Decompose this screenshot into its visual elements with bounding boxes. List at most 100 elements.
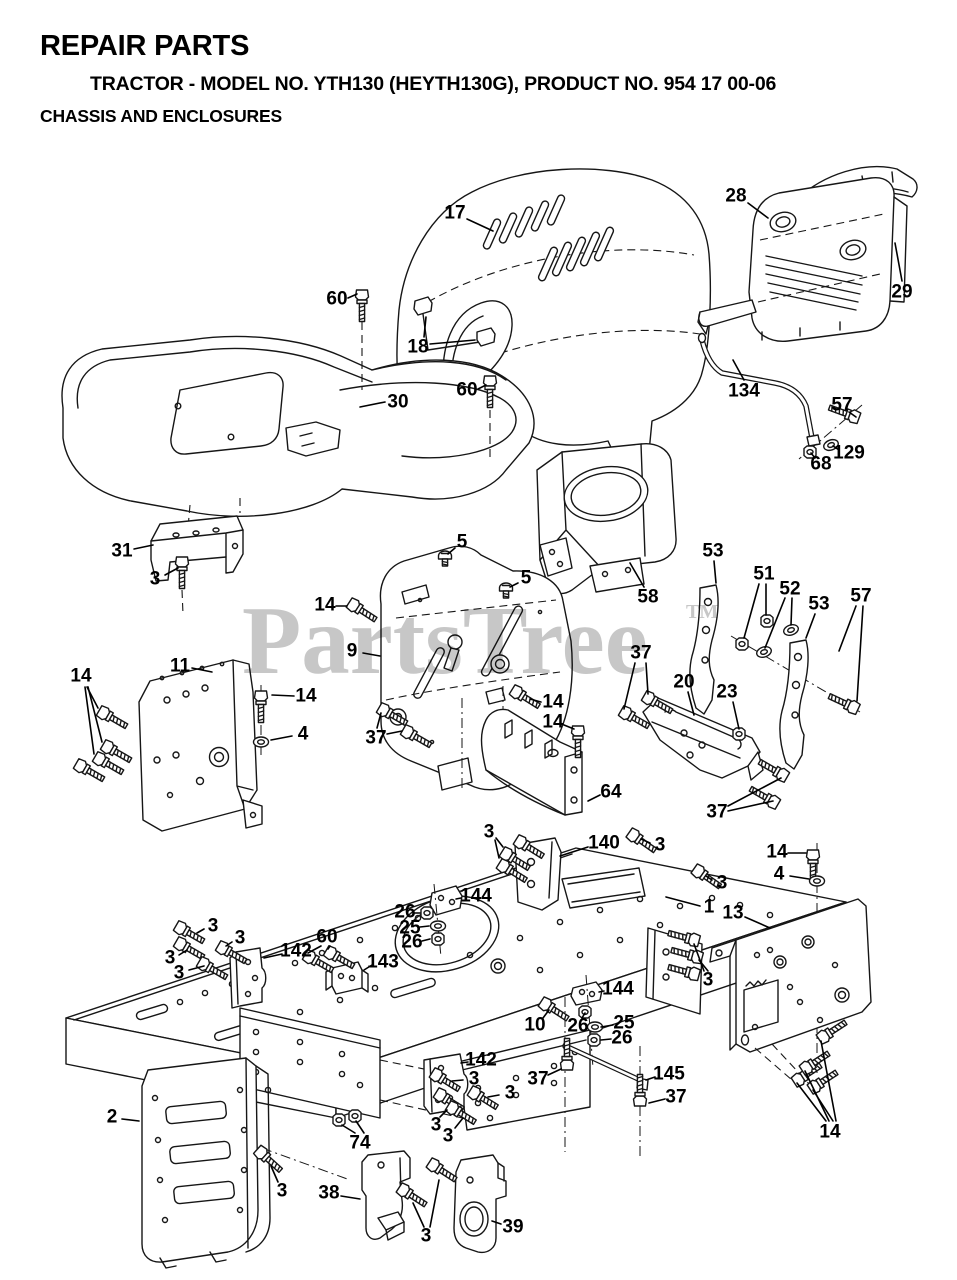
callout-label-14: 14: [314, 595, 336, 616]
callout-leader-3: [188, 965, 205, 971]
nut-51: [735, 637, 749, 651]
callout-label-23: 23: [716, 682, 737, 703]
callout-leader-142: [460, 1061, 469, 1064]
callout-label-3: 3: [431, 1115, 442, 1136]
callout-leader-57: [856, 605, 864, 702]
callout-label-31: 31: [111, 541, 133, 562]
washer-4: [252, 736, 270, 748]
bracket-part-143: [325, 961, 369, 995]
lift-rod-part-134: [697, 332, 821, 447]
callout-leader-3: [225, 941, 233, 947]
callout-leader-53: [805, 613, 816, 639]
page-title: REPAIR PARTS: [40, 30, 250, 62]
callout-label-58: 58: [637, 587, 658, 608]
callout-leader-3: [429, 1179, 440, 1228]
model-subtitle: TRACTOR - MODEL NO. YTH130 (HEYTH130G), …: [90, 73, 777, 95]
callout-leader-18: [423, 316, 427, 338]
callout-leader-26: [600, 1038, 612, 1041]
callout-leader-25: [600, 1024, 614, 1028]
callout-label-37: 37: [665, 1087, 686, 1108]
washer-4: [808, 875, 826, 887]
callout-leader-38: [340, 1195, 361, 1200]
callout-label-39: 39: [502, 1217, 523, 1238]
frame-holes: [176, 894, 774, 1016]
callout-leader-37: [727, 777, 782, 807]
bumper-clips-part-18: [413, 296, 496, 351]
callout-leader-1: [665, 896, 701, 907]
section-title: CHASSIS AND ENCLOSURES: [40, 106, 282, 126]
bracket-part-140: [514, 837, 562, 911]
nut-26: [420, 906, 434, 920]
callout-leader-74: [355, 1120, 365, 1134]
callout-leader-52: [764, 597, 786, 649]
callout-label-37: 37: [365, 728, 386, 749]
callout-leader-60: [347, 293, 358, 299]
callout-label-17: 17: [444, 203, 465, 224]
support-bracket-part-31: [150, 498, 244, 582]
callout-leader-14: [84, 686, 95, 755]
hood-vents: [482, 194, 615, 282]
callout-label-3: 3: [505, 1083, 516, 1104]
callout-label-5: 5: [457, 532, 468, 553]
fender-part-30: [61, 335, 535, 517]
callout-leader-14: [271, 694, 295, 697]
callout-label-3: 3: [208, 916, 219, 937]
callout-label-74: 74: [349, 1133, 371, 1154]
callout-leader-37: [727, 800, 774, 812]
callout-leader-3: [196, 928, 205, 934]
bolt-14: [253, 690, 269, 724]
callout-label-37: 37: [630, 643, 651, 664]
callout-leader-4: [789, 875, 810, 880]
callout-label-64: 64: [600, 782, 622, 803]
callout-leader-14: [563, 724, 575, 730]
callout-leader-57: [838, 605, 857, 652]
nut-26: [587, 1033, 601, 1047]
callout-label-3: 3: [655, 835, 666, 856]
bolt-3: [424, 1156, 460, 1186]
bolt-14: [95, 704, 131, 733]
callout-leader-129: [832, 445, 840, 451]
callout-leader-18: [429, 339, 476, 345]
callout-leader-14: [820, 1040, 837, 1122]
callout-leader-37: [547, 1068, 562, 1076]
callout-label-53: 53: [702, 541, 723, 562]
callout-leader-39: [491, 1220, 502, 1225]
callout-leader-23: [732, 701, 740, 730]
callout-leader-31: [133, 544, 154, 550]
callout-label-68: 68: [810, 454, 831, 475]
callout-leader-144: [455, 897, 462, 900]
callout-leader-60: [327, 945, 331, 950]
callout-leader-140: [559, 846, 589, 857]
callout-leader-14: [87, 686, 103, 743]
watermark-text: PartsTree: [242, 587, 648, 694]
callout-label-145: 145: [653, 1064, 685, 1085]
callout-label-3: 3: [703, 970, 714, 991]
callout-leader-143: [363, 964, 373, 971]
callout-leader-37: [645, 662, 649, 695]
callout-leader-20: [687, 691, 695, 716]
callout-leader-3: [178, 949, 188, 956]
callout-leader-53: [713, 560, 717, 584]
bracket-part-144-lower: [570, 981, 603, 1006]
callout-leader-29: [894, 242, 903, 282]
callout-label-37: 37: [527, 1069, 548, 1090]
callout-leader-60: [307, 945, 322, 954]
callout-leader-3: [705, 875, 713, 881]
callout-leader-37: [648, 1098, 666, 1104]
callout-label-3: 3: [277, 1181, 288, 1202]
nut-26: [431, 932, 445, 946]
callout-label-37: 37: [706, 802, 727, 823]
callout-label-29: 29: [891, 282, 912, 303]
callout-label-1: 1: [704, 897, 715, 918]
nut-51: [760, 614, 774, 628]
callout-leader-30: [359, 401, 386, 408]
callout-label-26: 26: [567, 1016, 588, 1037]
callout-leader-3: [454, 1117, 464, 1129]
bolt-60: [354, 289, 370, 323]
air-duct-part-58: [536, 442, 677, 595]
callout-label-3: 3: [717, 873, 728, 894]
callout-leader-144: [598, 990, 605, 993]
callout-label-144: 144: [602, 979, 634, 1000]
watermark-tm: TM: [686, 601, 718, 623]
